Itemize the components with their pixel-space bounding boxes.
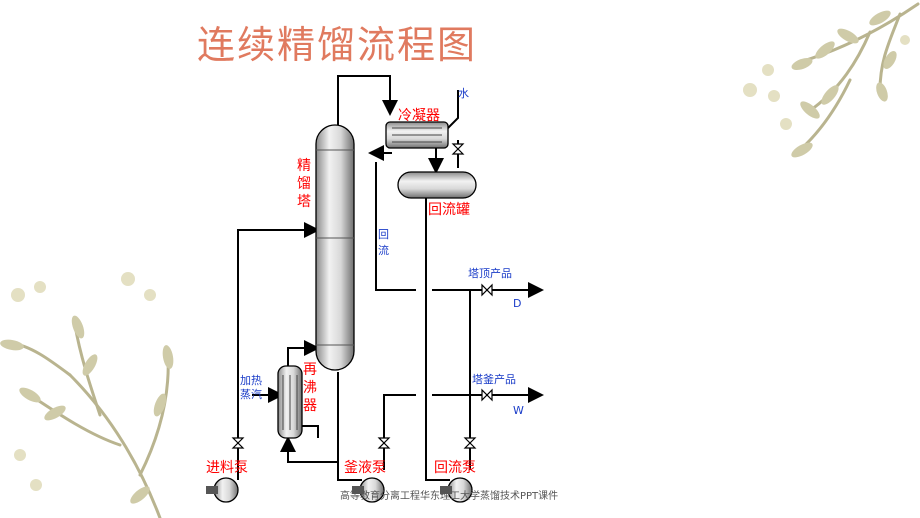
reflux-drum-label: 回流罐 [428, 202, 470, 218]
top-product-label: 塔顶产品 [468, 266, 512, 280]
reboiler-label-1: 再 [303, 362, 317, 378]
bottom-product-label: 塔釜产品 [472, 372, 516, 386]
slide-footer: 高等教育分离工程华东理工大学蒸馏技术PPT课件 [340, 491, 559, 502]
reboiler-label-3: 器 [303, 398, 317, 414]
column-label-2: 馏 [297, 176, 311, 192]
branch-decoration-bottom-left-icon [0, 272, 174, 518]
column-label-1: 精 [297, 158, 311, 174]
reboiler-label-2: 沸 [303, 380, 317, 396]
valve-icon [231, 143, 493, 449]
reflux-pump-label: 回流泵 [434, 460, 476, 476]
pump-icon [206, 477, 473, 503]
branch-decoration-top-right-icon [743, 2, 920, 158]
steam-label-1: 加热 [240, 374, 262, 387]
top-product-code: D [513, 297, 521, 310]
reflux-label-1: 回 [378, 228, 389, 241]
water-label: 水 [458, 87, 469, 100]
reflux-label-2: 流 [378, 243, 389, 257]
distillation-column [315, 124, 355, 371]
column-label-3: 塔 [297, 194, 311, 210]
condenser-label: 冷凝器 [398, 108, 440, 124]
bottom-product-code: W [513, 404, 524, 417]
bottoms-pump-label: 釜液泵 [344, 460, 386, 476]
slide-title: 连续精馏流程图 [197, 23, 478, 67]
feed-pump-label: 进料泵 [206, 460, 248, 476]
reboiler [277, 365, 303, 439]
reflux-drum [397, 171, 477, 199]
condenser [385, 121, 449, 149]
steam-label-2: 蒸汽 [240, 387, 262, 401]
